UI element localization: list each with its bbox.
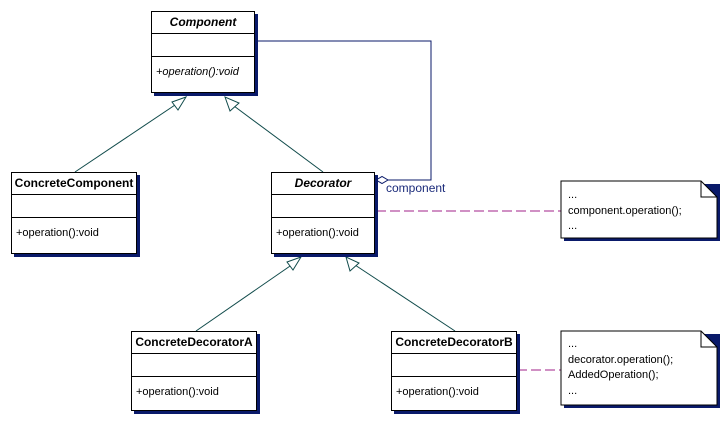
component-association xyxy=(255,40,432,185)
operation: +operation():void xyxy=(136,386,219,398)
operation: +operation():void xyxy=(156,66,239,78)
note-decorator: ... component.operation(); ... xyxy=(568,188,682,235)
inheritance-arrow-icon xyxy=(286,256,303,271)
note-decoratorb-shape xyxy=(560,330,720,408)
attributes-compartment xyxy=(272,195,374,218)
note-line: ... xyxy=(568,338,578,350)
aggregation-diamond-icon xyxy=(375,175,389,185)
association-line xyxy=(255,40,432,181)
inheritance-arrow-icon xyxy=(224,96,240,112)
note-decorator-shape xyxy=(560,180,720,241)
note-line: ... xyxy=(568,384,578,397)
class-concretedecoratora[interactable]: ConcreteDecoratorA +operation():void xyxy=(131,331,257,411)
attributes-compartment xyxy=(12,195,136,218)
generalization-concretedecoratorb xyxy=(345,256,456,332)
note-line: AddedOperation(); xyxy=(568,369,659,381)
class-concretedecoratorb[interactable]: ConcreteDecoratorB +operation():void xyxy=(391,331,517,411)
attributes-compartment xyxy=(392,354,516,377)
note-line: ... xyxy=(568,220,578,232)
note-fold-icon xyxy=(700,331,717,348)
inheritance-arrow-icon xyxy=(345,256,360,272)
note-decoratorb: ... decorator.operation(); AddedOperatio… xyxy=(568,337,673,399)
inheritance-arrow-icon xyxy=(171,96,188,111)
association-role-label: component xyxy=(386,181,446,195)
operation: +operation():void xyxy=(276,227,359,239)
note-line: component.operation(); xyxy=(568,204,682,217)
attributes-compartment xyxy=(152,34,254,57)
operation: +operation():void xyxy=(16,227,99,239)
attributes-compartment xyxy=(132,354,256,377)
class-name: Decorator xyxy=(272,173,374,195)
class-concretecomponent[interactable]: ConcreteComponent +operation():void xyxy=(11,172,137,254)
generalization-decorator xyxy=(224,96,324,173)
class-name: ConcreteDecoratorA xyxy=(132,332,256,354)
class-decorator[interactable]: Decorator +operation():void xyxy=(271,172,375,254)
generalization-concretedecoratora xyxy=(195,256,303,332)
generalization-concretecomponent xyxy=(74,96,188,173)
note-line: ... xyxy=(568,189,578,201)
operation: +operation():void xyxy=(396,386,479,398)
class-name: ConcreteDecoratorB xyxy=(392,332,516,354)
note-fold-icon xyxy=(700,181,717,198)
note-line: decorator.operation(); xyxy=(568,353,674,366)
class-component[interactable]: Component +operation():void xyxy=(151,11,255,93)
class-name: Component xyxy=(152,12,254,34)
class-name: ConcreteComponent xyxy=(12,173,136,195)
